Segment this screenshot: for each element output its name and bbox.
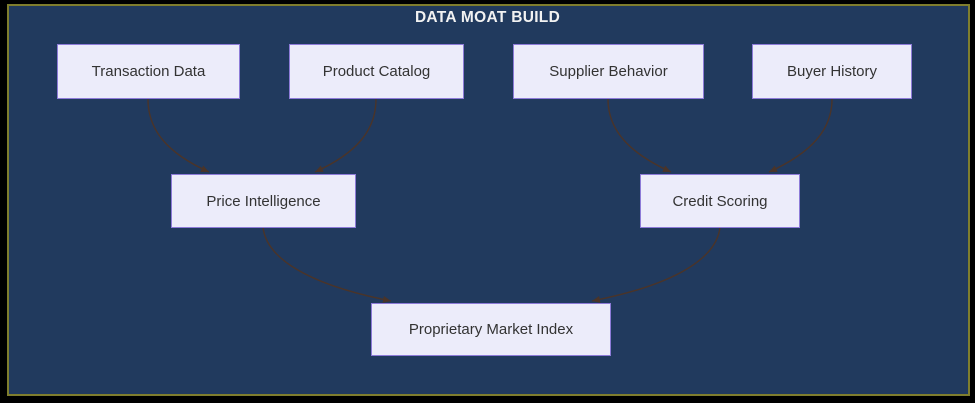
- node-label-transaction-data: Transaction Data: [91, 63, 206, 80]
- node-label-proprietary-market-index: Proprietary Market Index: [408, 321, 574, 338]
- node-product-catalog: Product Catalog: [289, 44, 464, 99]
- node-label-supplier-behavior: Supplier Behavior: [549, 63, 668, 80]
- diagram-title: DATA MOAT BUILD: [414, 9, 561, 26]
- node-buyer-history: Buyer History: [752, 44, 912, 99]
- node-label-price-intelligence: Price Intelligence: [206, 192, 321, 210]
- node-price-intelligence: Price Intelligence: [171, 174, 356, 228]
- node-transaction-data: Transaction Data: [57, 44, 240, 99]
- node-label-buyer-history: Buyer History: [786, 63, 878, 80]
- node-proprietary-market-index: Proprietary Market Index: [371, 303, 611, 356]
- node-credit-scoring: Credit Scoring: [640, 174, 800, 228]
- node-supplier-behavior: Supplier Behavior: [513, 44, 704, 99]
- node-label-credit-scoring: Credit Scoring: [672, 192, 768, 210]
- node-label-product-catalog: Product Catalog: [322, 63, 431, 80]
